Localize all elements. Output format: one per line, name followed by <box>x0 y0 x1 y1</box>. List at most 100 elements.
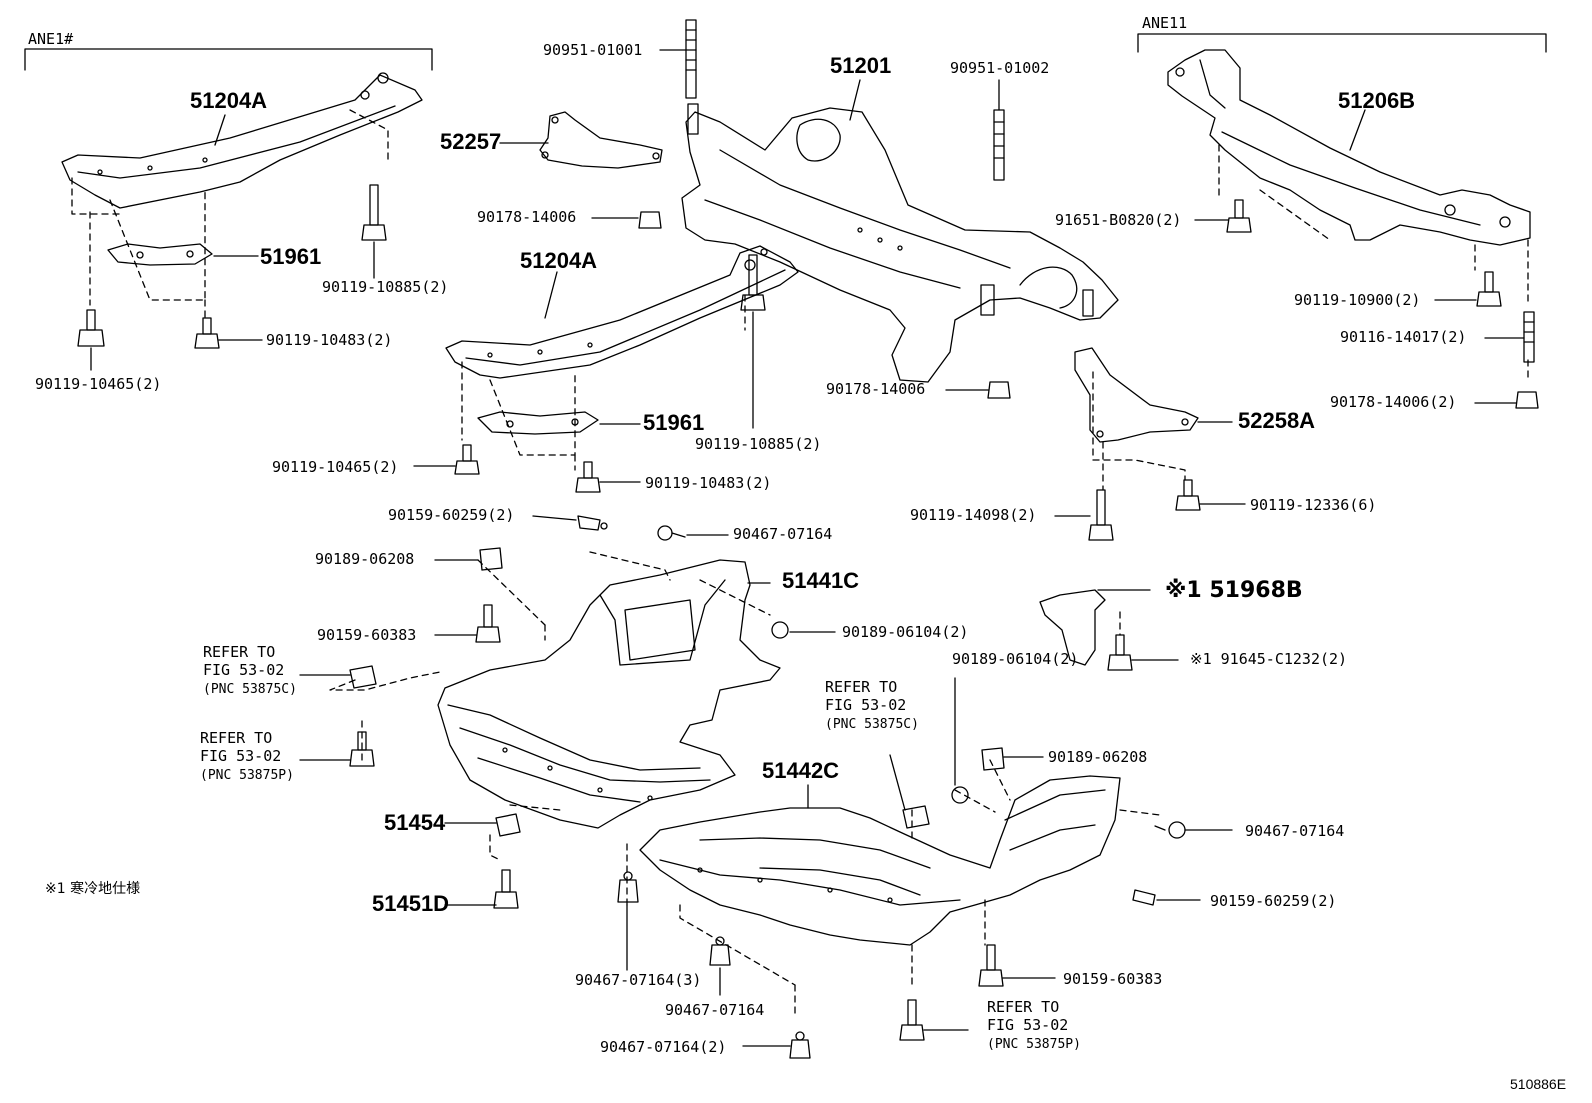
bolt-refer-p-left <box>349 731 375 767</box>
refer-pnc-c: (PNC 53875C) <box>203 682 297 697</box>
bolt-91645-C1232 <box>1107 634 1133 671</box>
part-90119-10483-upper[interactable]: 90119-10483(2) <box>266 331 393 349</box>
refer-line1: REFER TO <box>987 998 1060 1016</box>
refer-note-p-right[interactable]: REFER TO FIG 53-02 (PNC 53875P) <box>987 998 1081 1053</box>
part-52258A[interactable]: 52258A <box>1238 408 1316 433</box>
refer-line1: REFER TO <box>825 678 898 696</box>
part-90119-14098[interactable]: 90119-14098(2) <box>910 506 1037 524</box>
clip-refer-c-left <box>349 665 377 689</box>
crossmember-51201 <box>681 103 1119 383</box>
part-90119-10885-upper[interactable]: 90119-10885(2) <box>322 278 449 296</box>
part-90189-06104-a[interactable]: 90189-06104(2) <box>842 623 969 641</box>
part-90119-10483-middle[interactable]: 90119-10483(2) <box>645 474 772 492</box>
rivet-90467-07164-2 <box>789 1031 811 1059</box>
part-51454[interactable]: 51454 <box>384 810 446 835</box>
bolt-90119-12336 <box>1175 479 1201 511</box>
refer-pnc-p: (PNC 53875P) <box>200 768 294 783</box>
nut-90178-14006-c <box>1515 391 1539 409</box>
footnote-cold-spec: ※1 寒冷地仕様 <box>45 881 141 897</box>
part-90159-60383-a[interactable]: 90159-60383 <box>317 626 417 644</box>
bolt-51451D <box>493 869 519 909</box>
part-90159-60383-b[interactable]: 90159-60383 <box>1063 970 1163 988</box>
part-90189-06208-b[interactable]: 90189-06208 <box>1048 748 1148 766</box>
refer-line1: REFER TO <box>200 729 273 747</box>
bolt-90159-60383-a <box>475 604 501 643</box>
part-90119-10900[interactable]: 90119-10900(2) <box>1294 291 1421 309</box>
part-51442C[interactable]: 51442C <box>762 758 840 783</box>
part-90119-10885-middle[interactable]: 90119-10885(2) <box>695 435 822 453</box>
dashed-guides-52258A <box>1092 371 1186 491</box>
part-51968B-label: ※1 51968B <box>1165 578 1303 603</box>
variant-bracket-left <box>24 48 433 71</box>
part-90178-14006-c[interactable]: 90178-14006(2) <box>1330 393 1457 411</box>
part-90467-07164-3[interactable]: 90467-07164(3) <box>575 971 702 989</box>
part-90467-07164-b[interactable]: 90467-07164 <box>1245 822 1345 840</box>
bolt-90119-10885-mid <box>740 254 766 311</box>
rivet-90467-07164-3 <box>617 871 639 903</box>
part-51968B[interactable]: ※1 51968B <box>1165 580 1303 602</box>
dashed-guides-right <box>1218 144 1529 379</box>
part-90116-14017[interactable]: 90116-14017(2) <box>1340 328 1467 346</box>
stud-90951-01001 <box>685 19 697 99</box>
part-90119-10465-middle[interactable]: 90119-10465(2) <box>272 458 399 476</box>
bolt-90119-10885-top <box>361 184 387 241</box>
part-51961-middle[interactable]: 51961 <box>643 410 705 435</box>
part-90159-60259-a[interactable]: 90159-60259(2) <box>388 506 515 524</box>
figure-code: 510886E <box>1510 1076 1567 1092</box>
bolt-refer-p-right <box>899 999 925 1041</box>
part-51441C[interactable]: 51441C <box>782 568 860 593</box>
nut-90178-14006-b <box>987 381 1011 399</box>
bolt-90119-10900 <box>1476 271 1502 307</box>
part-51201[interactable]: 51201 <box>830 53 892 78</box>
part-51204A-upper[interactable]: 51204A <box>190 88 268 113</box>
part-90951-01001[interactable]: 90951-01001 <box>543 41 643 59</box>
brace-51204A-middle <box>445 245 799 379</box>
part-90467-07164-2[interactable]: 90467-07164(2) <box>600 1038 727 1056</box>
refer-line2: FIG 53-02 <box>825 696 907 714</box>
refer-line2: FIG 53-02 <box>203 661 285 679</box>
refer-pnc-p: (PNC 53875P) <box>987 1037 1081 1052</box>
part-90189-06104-b[interactable]: 90189-06104(2) <box>952 650 1079 668</box>
part-90119-10465-upper[interactable]: 90119-10465(2) <box>35 375 162 393</box>
refer-note-p-left[interactable]: REFER TO FIG 53-02 (PNC 53875P) <box>200 729 294 784</box>
leader-lines <box>90 49 1525 1047</box>
part-90951-01002[interactable]: 90951-01002 <box>950 59 1050 77</box>
part-90119-12336[interactable]: 90119-12336(6) <box>1250 496 1377 514</box>
bolt-90119-10465-top <box>77 309 105 347</box>
cover-51442C <box>639 775 1121 946</box>
part-90178-14006-b[interactable]: 90178-14006 <box>826 380 926 398</box>
part-90178-14006-a[interactable]: 90178-14006 <box>477 208 577 226</box>
part-91651-B0820[interactable]: 91651-B0820(2) <box>1055 211 1182 229</box>
part-52257[interactable]: 52257 <box>440 129 502 154</box>
clip-51454 <box>495 813 521 837</box>
bracket-52257 <box>539 111 663 169</box>
part-51451D[interactable]: 51451D <box>372 891 450 916</box>
part-51206B[interactable]: 51206B <box>1338 88 1416 113</box>
bracket-51968B <box>1039 589 1121 666</box>
part-51204A-middle[interactable]: 51204A <box>520 248 598 273</box>
dashed-guides-51441C <box>329 551 771 861</box>
part-51961-upper[interactable]: 51961 <box>260 244 322 269</box>
plate-51961-middle <box>477 411 599 435</box>
bolt-91651-B0820 <box>1226 199 1252 233</box>
part-90189-06208-a[interactable]: 90189-06208 <box>315 550 415 568</box>
refer-note-c-left[interactable]: REFER TO FIG 53-02 (PNC 53875C) <box>203 643 297 698</box>
rivet-90467-07164-c <box>709 936 731 966</box>
variant-bracket-right <box>1137 33 1547 53</box>
bolt-90119-10483-top <box>194 317 220 349</box>
bolt-90159-60383-b <box>978 944 1004 987</box>
part-91645-C1232[interactable]: ※1 91645-C1232(2) <box>1190 650 1348 668</box>
cover-51441C <box>437 559 781 829</box>
refer-note-c-right[interactable]: REFER TO FIG 53-02 (PNC 53875C) <box>825 678 919 733</box>
bolt-90119-10483-mid <box>575 461 601 493</box>
part-90467-07164-c[interactable]: 90467-07164 <box>665 1001 765 1019</box>
refer-line1: REFER TO <box>203 643 276 661</box>
variant-label-ane11: ANE11 <box>1142 14 1188 32</box>
part-90467-07164-a[interactable]: 90467-07164 <box>733 525 833 543</box>
fasteners <box>77 19 1539 1059</box>
plate-51961-upper <box>107 243 213 266</box>
clip-90159-60259-b <box>1132 889 1156 906</box>
part-90159-60259-b[interactable]: 90159-60259(2) <box>1210 892 1337 910</box>
bracket-52258A <box>1074 347 1199 443</box>
